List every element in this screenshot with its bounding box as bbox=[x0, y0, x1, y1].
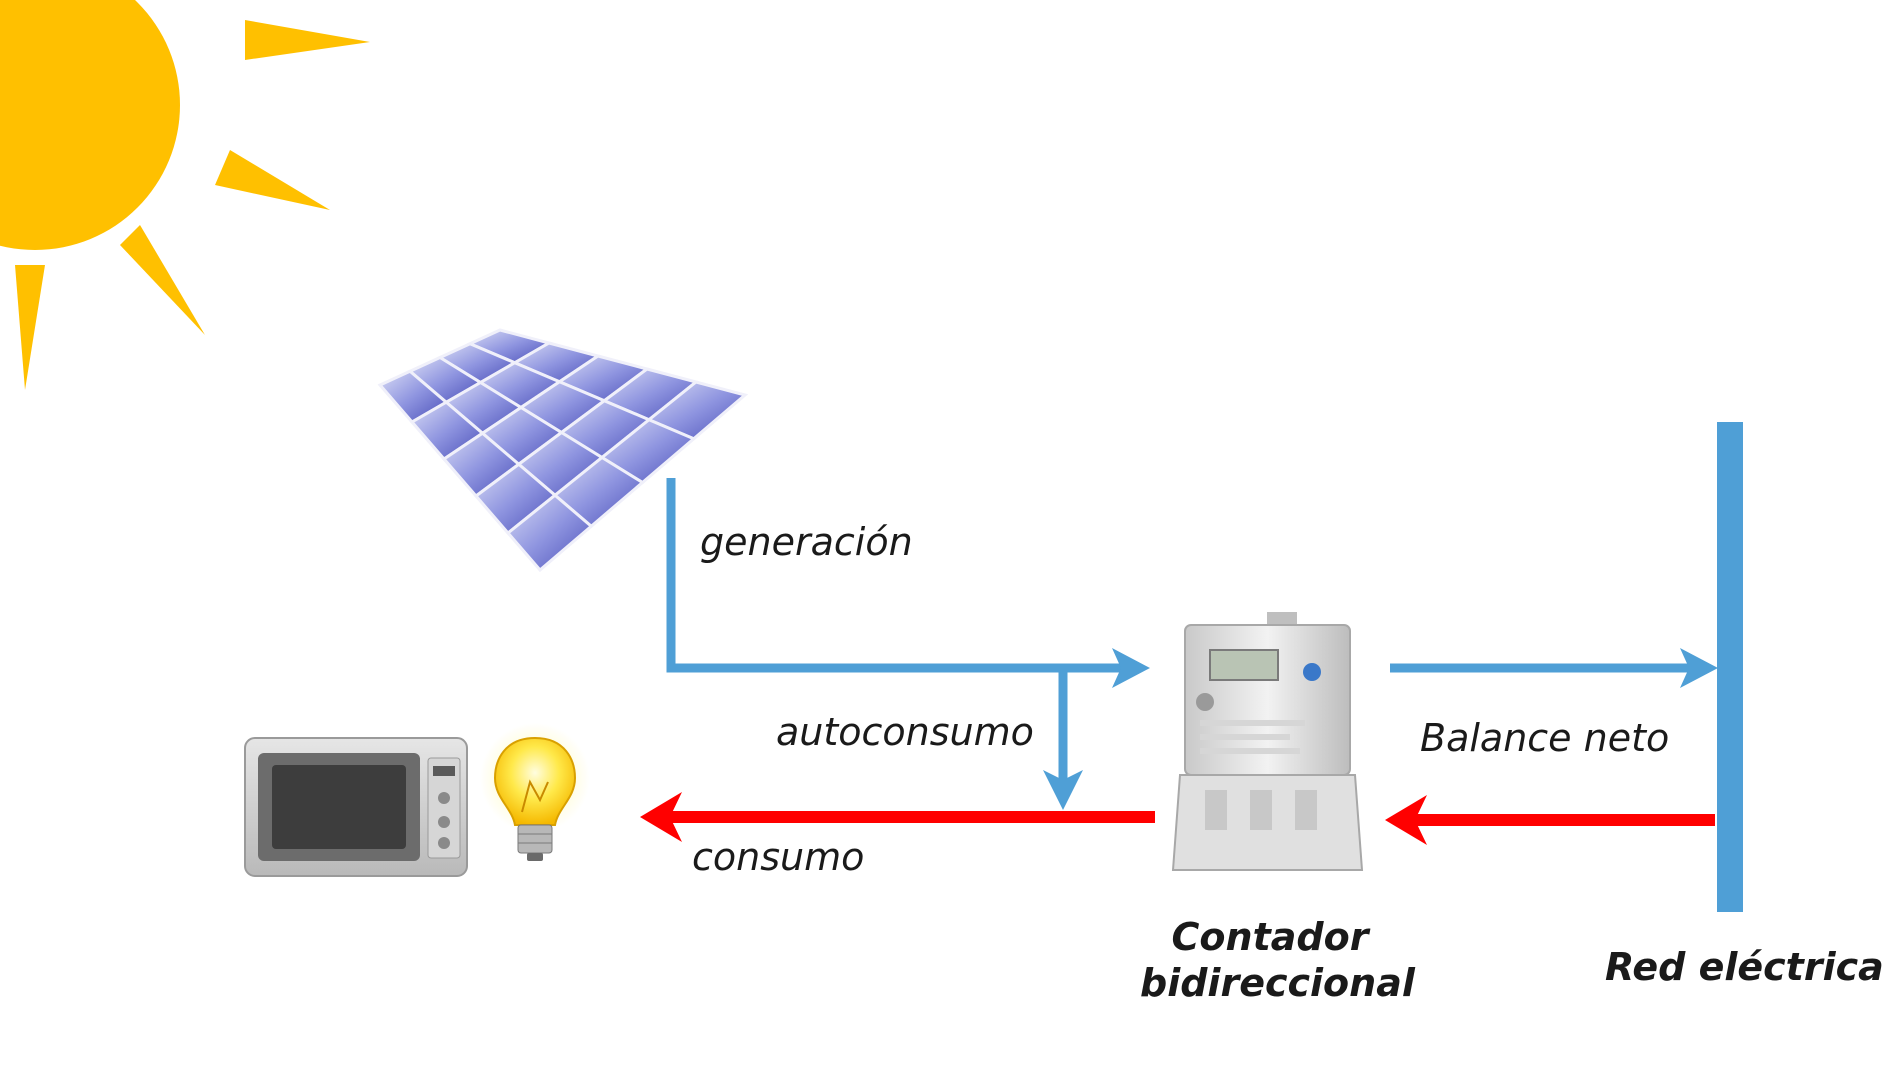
bidirectional-meter-icon bbox=[1171, 612, 1364, 871]
generation-flow bbox=[666, 478, 1128, 673]
bidirectional-meter-label: Contador bidireccional bbox=[1140, 915, 1415, 1006]
power-grid-label: Red eléctrica bbox=[1605, 945, 1884, 989]
self-consumption-label: autoconsumo bbox=[776, 710, 1034, 754]
export-arrowhead bbox=[1680, 648, 1718, 688]
generation-arrowhead bbox=[1112, 648, 1150, 688]
consumption-label: consumo bbox=[692, 835, 865, 879]
consumption-arrowhead bbox=[640, 792, 682, 842]
import-arrowhead bbox=[1385, 795, 1427, 845]
solar-panel-icon bbox=[377, 328, 749, 573]
light-bulb-icon bbox=[480, 723, 590, 861]
power-grid-bar bbox=[1717, 422, 1743, 912]
bidirectional-meter-label-line2: bidireccional bbox=[1140, 960, 1415, 1005]
sun-icon bbox=[0, 0, 370, 390]
net-balance-label: Balance neto bbox=[1420, 716, 1670, 760]
generation-label: generación bbox=[700, 520, 913, 564]
self-consumption-arrowhead bbox=[1043, 770, 1083, 810]
bidirectional-meter-label-line1: Contador bbox=[1171, 915, 1369, 959]
solar-cell bbox=[505, 493, 594, 573]
microwave-icon bbox=[244, 737, 468, 877]
